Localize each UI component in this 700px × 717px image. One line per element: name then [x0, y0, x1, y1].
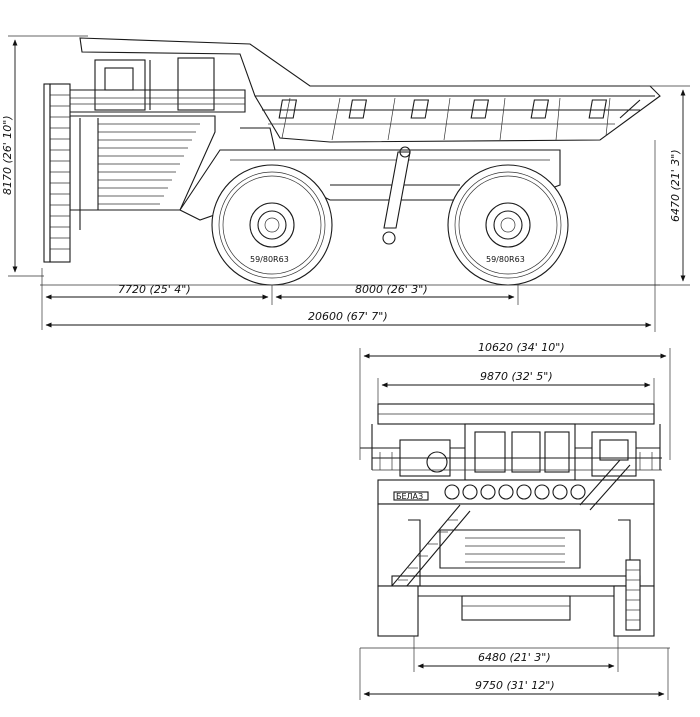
tire-label-rear: 59/80R63 — [486, 255, 525, 264]
track-rear-label: 6480 (21' 3") — [478, 651, 551, 664]
front-overhang-label: 7720 (25' 4") — [118, 283, 191, 296]
length-overall-label: 20600 (67' 7") — [308, 310, 388, 323]
front-lower — [377, 559, 655, 637]
brand-plate: БЕЛАЗ — [396, 492, 423, 501]
cab — [59, 57, 246, 113]
dim-track-rear: 6480 (21' 3") — [413, 636, 619, 672]
dim-width-overall: 10620 (34' 10") — [359, 341, 671, 460]
height-body-label: 6470 (21' 3") — [669, 149, 682, 222]
rear-wheel: 59/80R63 — [447, 164, 569, 286]
tire-label-front: 59/80R63 — [250, 255, 289, 264]
side-view: 59/80R63 59/80R63 8170 (26' 10") 6470 (2… — [1, 35, 690, 332]
height-overall-label: 8170 (26' 10") — [1, 115, 14, 195]
radiator-grille — [69, 115, 216, 230]
dim-height-overall: 8170 (26' 10") — [1, 35, 88, 277]
front-body — [377, 503, 655, 587]
dim-height-body: 6470 (21' 3") — [570, 85, 690, 286]
dim-width-body: 9870 (32' 5") — [377, 370, 655, 404]
dim-wheelbase: 8000 (26' 3") — [275, 283, 519, 305]
width-overall-label: 10620 (34' 10") — [478, 341, 565, 354]
wheelbase-label: 8000 (26' 3") — [355, 283, 428, 296]
upper-equipment — [372, 423, 662, 481]
width-body-label: 9870 (32' 5") — [480, 370, 553, 383]
dim-length-overall: 20600 (67' 7") — [45, 140, 656, 332]
front-view: БЕЛАЗ — [359, 341, 671, 700]
hoist-cylinder — [382, 146, 411, 245]
front-ladder — [43, 83, 71, 263]
radiator-fans: БЕЛАЗ — [377, 479, 655, 505]
front-wheel: 59/80R63 — [211, 164, 333, 286]
dim-front-overhang: 7720 (25' 4") — [41, 268, 273, 330]
width-tires-label: 9750 (31' 12") — [475, 679, 555, 692]
dim-width-tires: 9750 (31' 12") — [359, 648, 669, 700]
dump-body — [79, 37, 661, 143]
